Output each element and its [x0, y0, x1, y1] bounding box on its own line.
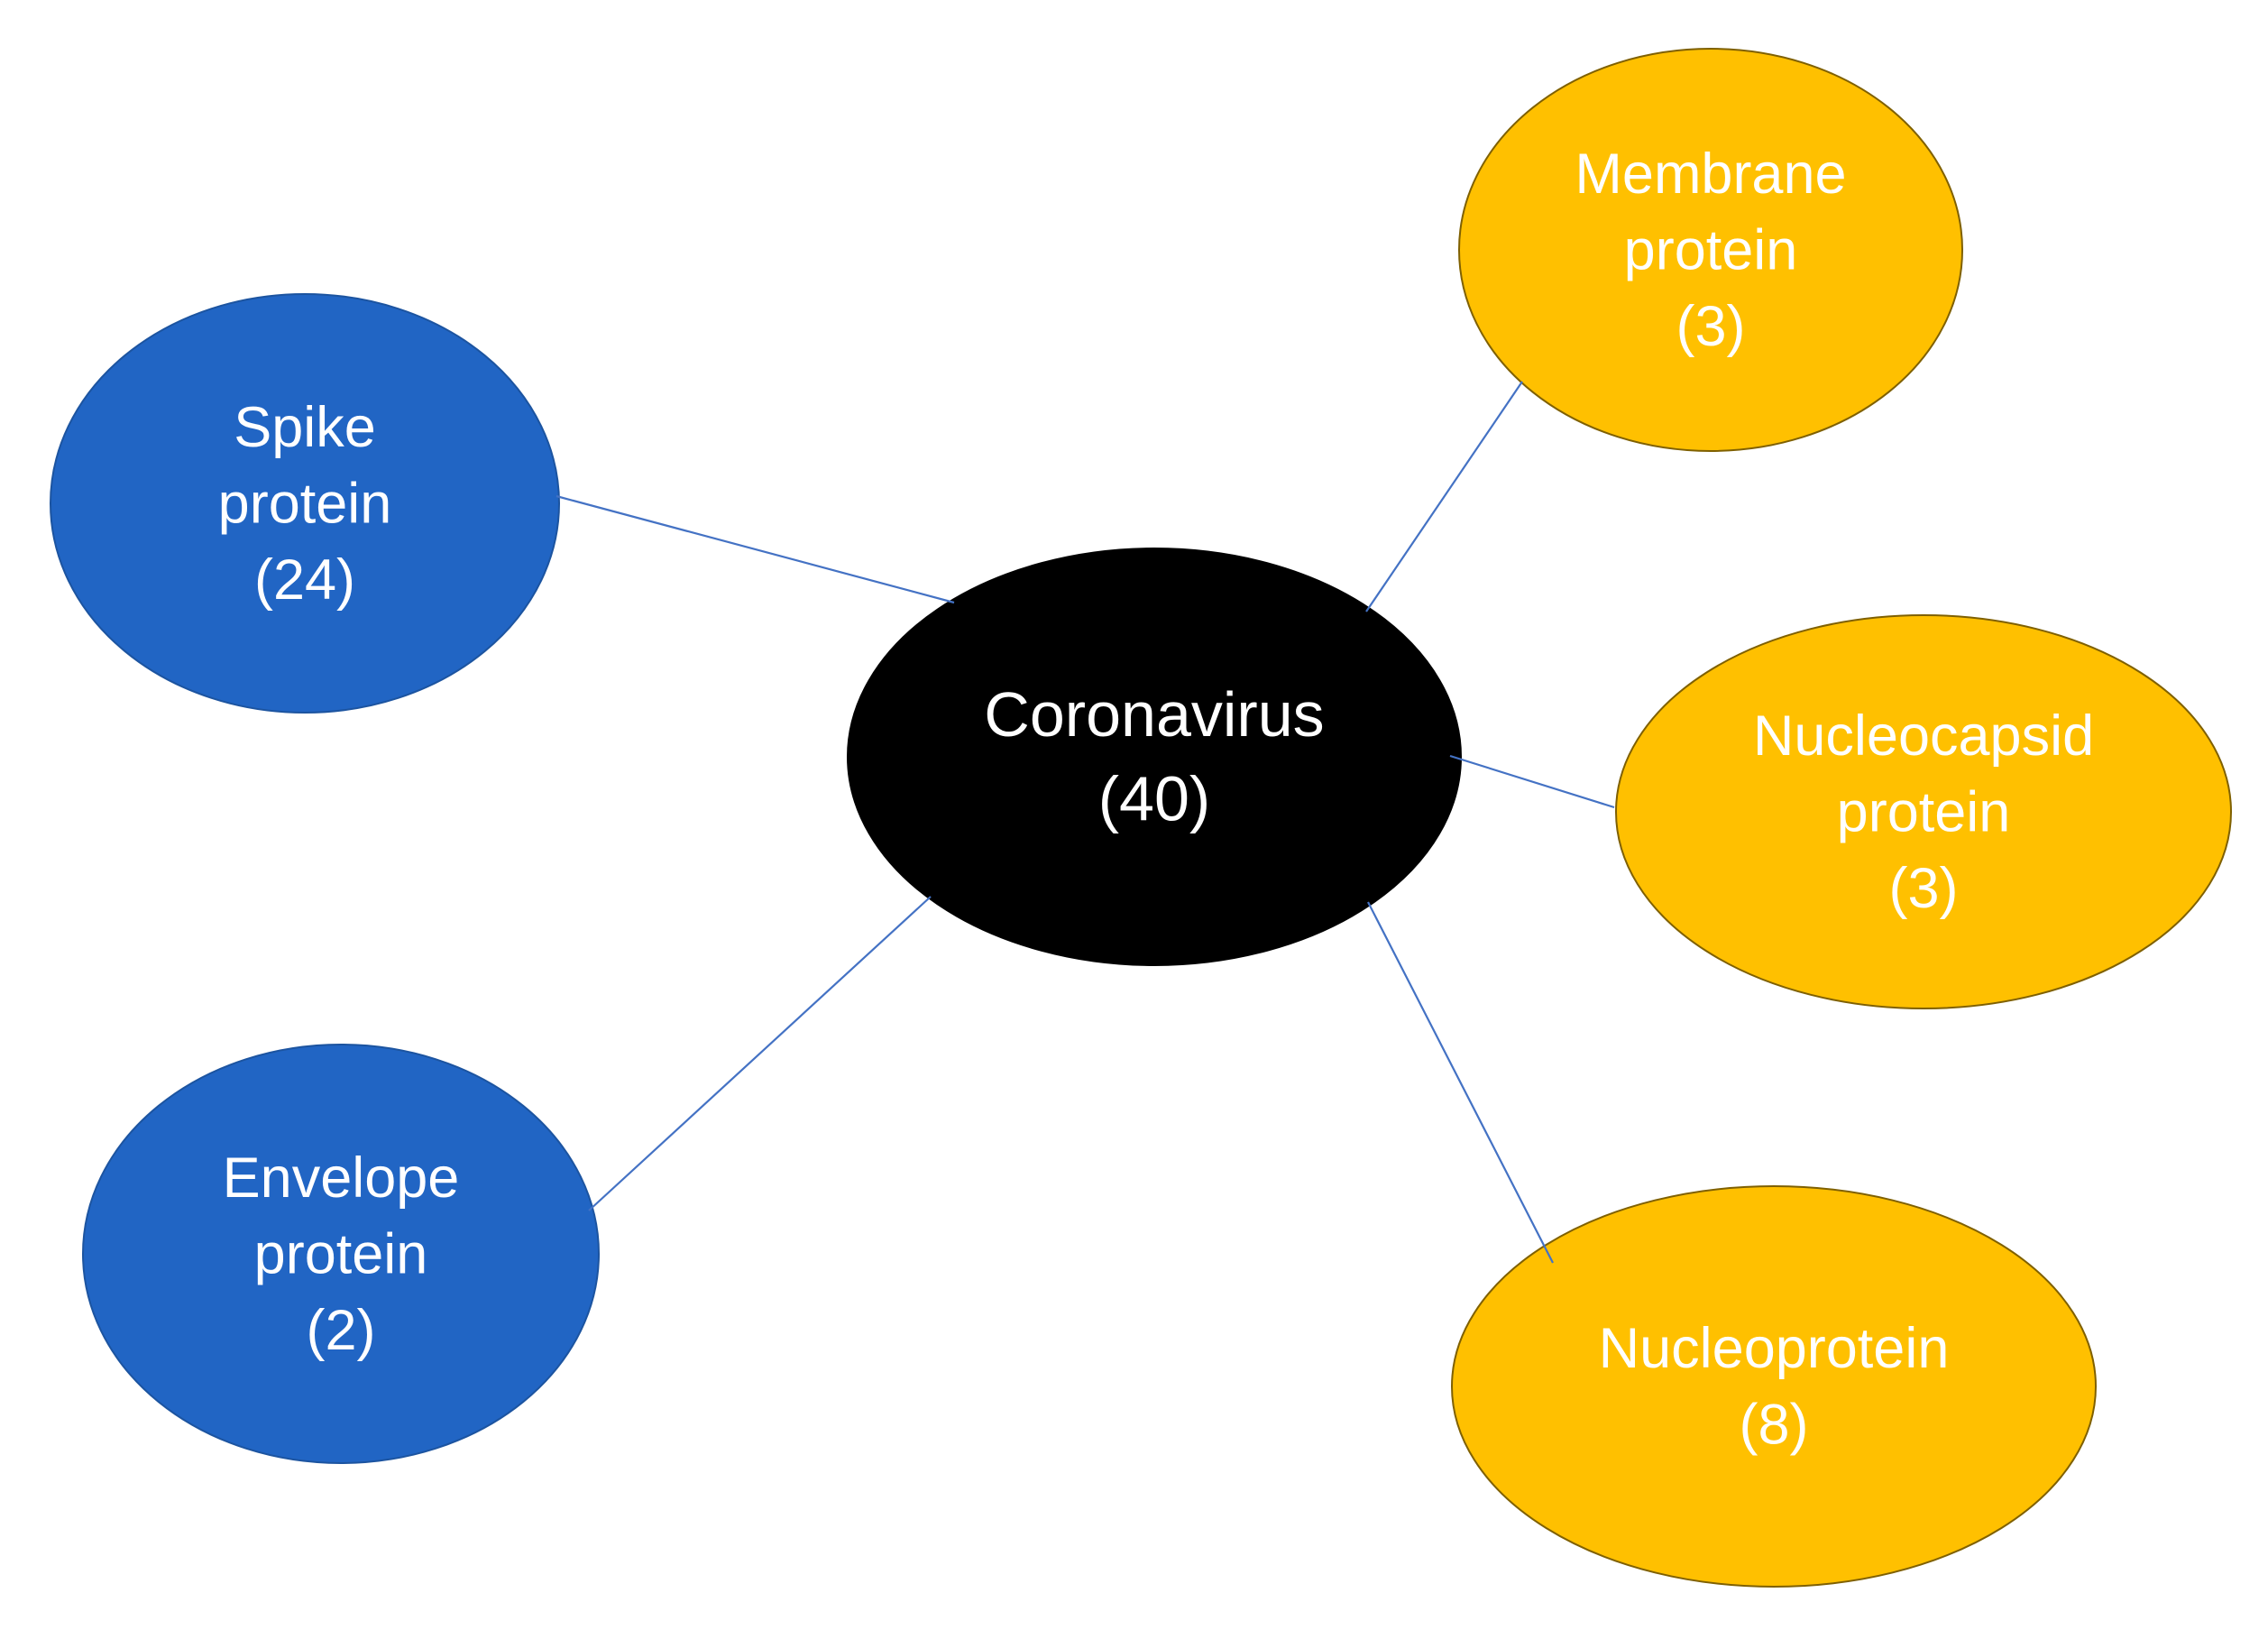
node-coronavirus-label-line: Coronavirus	[984, 679, 1324, 750]
node-envelope-protein-shape	[82, 1044, 600, 1464]
node-spike-protein: Spike protein (24)	[50, 293, 560, 714]
node-nucleoprotein-label-line: (8)	[1740, 1394, 1809, 1457]
node-coronavirus-label-line: (40)	[1098, 764, 1210, 834]
node-coronavirus: Coronavirus (40)	[847, 548, 1462, 966]
node-nucleocapsid-protein: Nucleocapsid protein (3)	[1615, 614, 2232, 1009]
node-envelope-protein: Envelope protein (2)	[82, 1044, 600, 1464]
node-envelope-protein-label-line: Envelope	[223, 1146, 460, 1210]
connector-coronavirus-envelope-protein	[588, 896, 932, 1211]
node-spike-protein-label-line: (24)	[254, 548, 355, 612]
node-coronavirus-shape	[847, 548, 1462, 966]
node-nucleocapsid-protein-label-line: protein	[1837, 780, 2011, 843]
node-spike-protein-label-line: protein	[218, 472, 392, 535]
node-membrane-protein: Membrane protein (3)	[1458, 48, 1963, 452]
node-membrane-protein-shape	[1458, 48, 1963, 452]
node-membrane-protein-label-line: protein	[1624, 218, 1798, 281]
node-membrane-protein-label-line: Membrane	[1575, 143, 1846, 206]
connector-coronavirus-nucleocapsid-protein	[1449, 754, 1615, 809]
connector-coronavirus-spike-protein	[556, 494, 955, 604]
node-spike-protein-shape	[50, 293, 560, 714]
node-nucleoprotein: Nucleoprotein (8)	[1451, 1185, 2097, 1588]
node-envelope-protein-label-line: (2)	[307, 1299, 376, 1362]
connector-coronavirus-membrane-protein	[1365, 381, 1523, 612]
node-nucleocapsid-protein-shape	[1615, 614, 2232, 1009]
connector-coronavirus-nucleoprotein	[1367, 901, 1554, 1264]
node-membrane-protein-label-line: (3)	[1676, 295, 1746, 358]
node-nucleoprotein-shape	[1451, 1185, 2097, 1588]
node-nucleocapsid-protein-label-line: (3)	[1889, 857, 1959, 920]
node-nucleoprotein-label-line: Nucleoprotein	[1599, 1317, 1950, 1380]
node-envelope-protein-label-line: protein	[254, 1222, 428, 1285]
node-spike-protein-label-line: Spike	[234, 396, 376, 459]
node-nucleocapsid-protein-label-line: Nucleocapsid	[1753, 704, 2094, 768]
